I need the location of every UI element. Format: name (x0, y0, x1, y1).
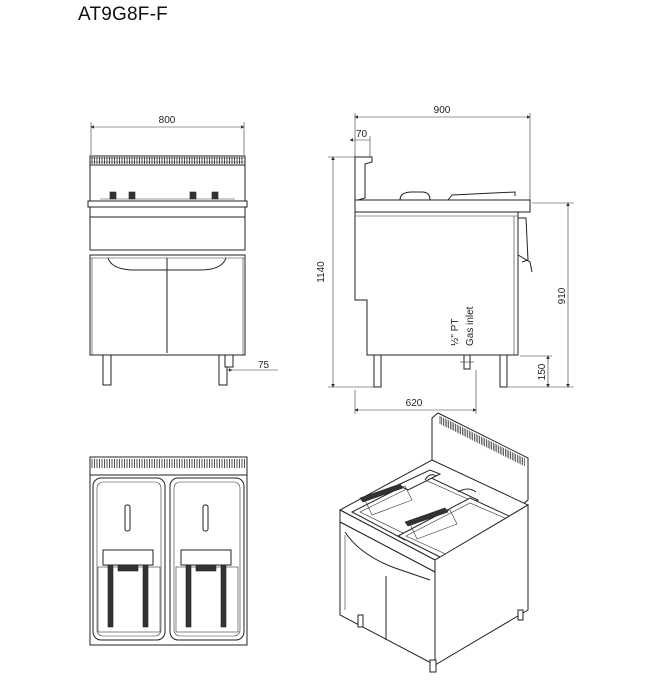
dim-height-label: 1140 (316, 261, 327, 283)
dim-width-label: 800 (159, 115, 176, 126)
front-view: 800 (87, 115, 278, 386)
dim-depth-label: 900 (434, 105, 451, 116)
control-knobs (100, 191, 235, 200)
dim-leg-height-label: 150 (537, 363, 548, 380)
dim-gas-depth-label: 620 (406, 398, 423, 409)
dim-work-height-label: 910 (557, 287, 568, 304)
gas-inlet-size: ½" PT (450, 319, 461, 346)
side-view: 900 70 1140 ½" PT Gas inlet (316, 105, 574, 414)
gas-inlet-label: Gas inlet (465, 306, 476, 346)
dim-leg-offset-label: 75 (258, 360, 270, 371)
page-title: AT9G8F-F (78, 4, 168, 25)
dim-backsplash-label: 70 (356, 129, 368, 140)
top-view (89, 456, 248, 646)
isometric-view (338, 412, 530, 673)
